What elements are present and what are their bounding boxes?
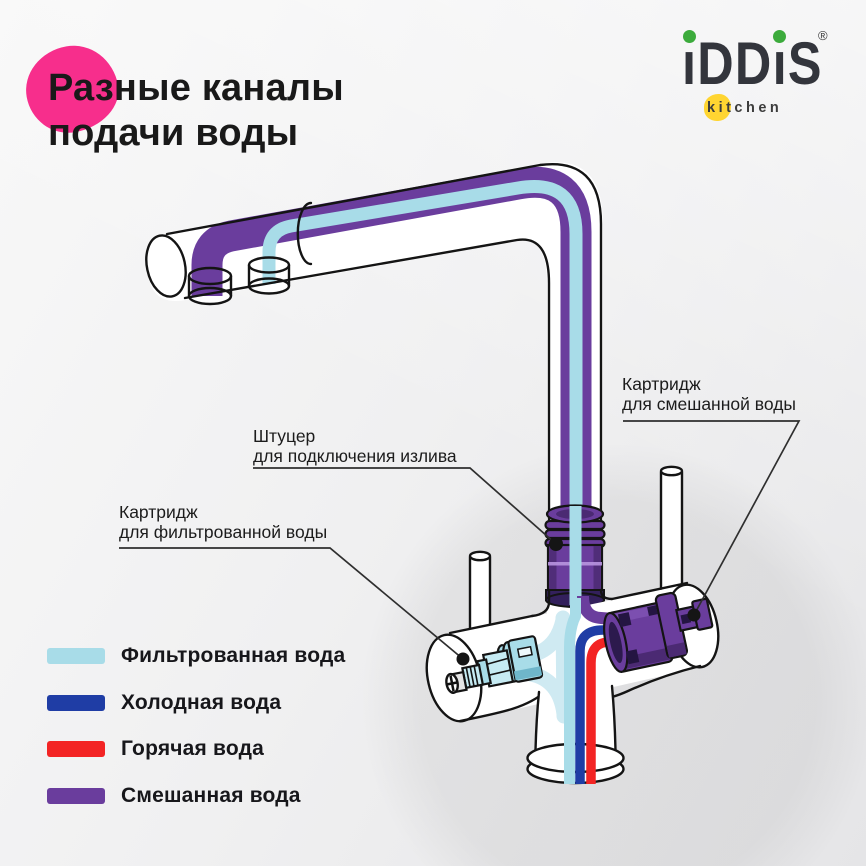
logo-green-dot-1 [683, 30, 696, 43]
callout-lines [119, 420, 801, 666]
legend-item-mixed: Смешанная вода [47, 783, 345, 807]
callout-dot-mixed [687, 608, 701, 622]
legend-label-cold: Холодная вода [121, 690, 282, 714]
page-title-line2: подачи воды [48, 112, 299, 154]
callout-filtered-line2: для фильтрованной воды [119, 522, 328, 542]
faucet-spout [145, 162, 603, 635]
spout-end-cap [145, 234, 187, 298]
legend-item-hot: Горячая вода [47, 737, 345, 760]
logo-letter-i2: ı [772, 30, 788, 97]
page-title-line1: Разные каналы [48, 67, 344, 109]
color-swatch-hot [47, 741, 105, 757]
logo-letters-dd: DD [697, 30, 773, 97]
callout-line-mixed [623, 420, 801, 616]
callout-dot-filtered [456, 652, 470, 666]
logo-letter-i1: ı [682, 30, 698, 97]
filtered-water-channel [262, 180, 583, 605]
spout-seam [296, 201, 313, 266]
callout-mixed-line1: Картридж [622, 374, 701, 394]
callout-mixed-line2: для смешанной воды [622, 394, 796, 414]
filtered-flow [564, 598, 581, 784]
mixed-cartridge [603, 591, 714, 673]
mixed-flow [577, 595, 614, 625]
callout-label-mixed-cartridge: Картридж для смешанной воды [622, 374, 796, 414]
callout-dot-fitting [549, 537, 563, 551]
kitchen-sub-brand: kitchen [707, 100, 783, 116]
page-title: Разные каналы подачи воды [48, 66, 344, 156]
color-swatch-filtered [47, 648, 105, 664]
handle-tubes [468, 465, 684, 642]
color-swatch-mixed [47, 787, 105, 804]
kitchen-yellow-blob [704, 94, 731, 121]
filtered-cartridge [445, 635, 544, 695]
callout-label-spout-fitting: Штуцер для подключения излива [253, 426, 457, 466]
legend-label-filtered: Фильтрованная вода [121, 644, 346, 667]
logo-letter-s: S [787, 30, 823, 97]
callout-fitting-line1: Штуцер [253, 426, 316, 446]
filtered-stripe-over-fitting [569, 506, 582, 605]
callout-line-fitting [253, 467, 557, 545]
legend: Фильтрованная вода Холодная вода Горячая… [47, 644, 346, 832]
iddis-logo: ıDDıS [682, 34, 823, 94]
legend-item-filtered: Фильтрованная вода [47, 644, 346, 667]
callout-filtered-line1: Картридж [119, 502, 198, 522]
outlet-outlines [187, 256, 291, 306]
legend-item-cold: Холодная вода [47, 690, 345, 714]
cold-flow [575, 625, 616, 784]
callout-label-filtered-cartridge: Картридж для фильтрованной воды [119, 502, 327, 542]
legend-label-hot: Горячая вода [121, 737, 265, 760]
color-swatch-cold [47, 694, 105, 711]
callout-line-filtered [119, 547, 464, 660]
legend-label-mixed: Смешанная вода [121, 783, 301, 807]
registered-trademark-icon: ® [818, 28, 828, 43]
spout-fitting [544, 504, 606, 608]
callout-fitting-line2: для подключения излива [253, 446, 457, 466]
logo-green-dot-2 [773, 30, 786, 43]
